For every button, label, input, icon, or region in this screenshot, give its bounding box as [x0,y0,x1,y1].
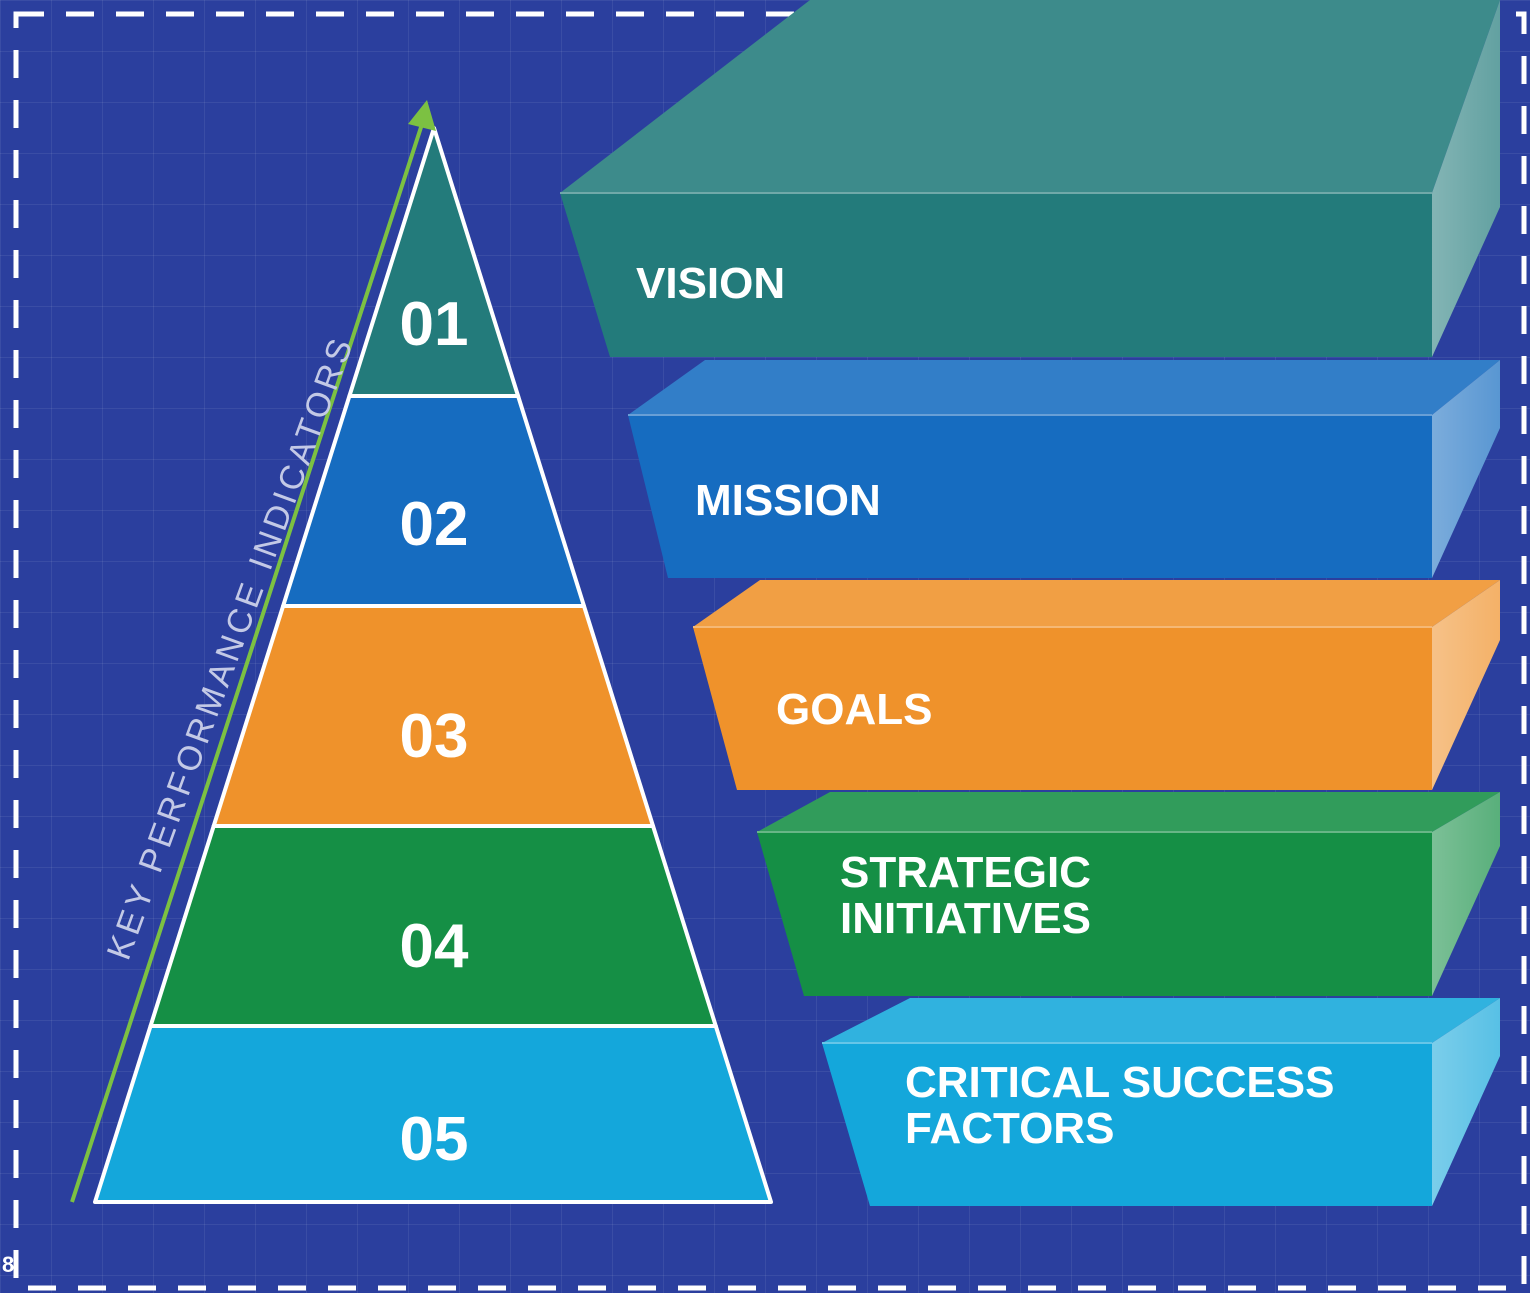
band-goals: GOALS [693,580,1500,790]
band-front-face [822,1043,1432,1206]
band-mission: MISSION [628,360,1500,578]
tier-number-03: 03 [400,702,469,771]
band-front-face [560,193,1432,357]
pyramid: 01 02 03 04 05 [93,126,773,1204]
band-label-vision: VISION [636,259,785,308]
band-side-shade [1432,580,1500,790]
band-top-face [628,360,1500,415]
band-side-shade [1432,0,1500,357]
band-top-face [757,792,1500,832]
band-label-mission: MISSION [695,476,881,525]
dashed-border [13,11,1527,1291]
band-front-face [628,415,1432,578]
kpi-arrow [70,100,436,1203]
arrow-head-icon [408,100,436,131]
tier-number-02: 02 [400,490,469,559]
band-front-face [757,832,1432,996]
band-vision: VISION [560,0,1500,357]
band-label-line: GOALS [776,685,932,734]
tier-number-04: 04 [400,912,469,981]
band-side-shade [1432,792,1500,996]
band-top-face [693,580,1500,627]
band-label-line: MISSION [695,476,881,525]
band-top-face [560,0,1500,193]
pyramid-tier-05 [93,1024,773,1204]
kpi-arrow-shaft [70,117,426,1203]
page-number: 8 [2,1252,14,1277]
band-side-shade [1432,360,1500,578]
band-label-line: VISION [636,259,785,308]
tier-number-01: 01 [400,290,469,359]
band-label-line: INITIATIVES [840,894,1091,943]
band-front-face [693,627,1432,790]
band-label-line: STRATEGIC [840,848,1091,897]
band-top-face [822,998,1500,1043]
band-label-line: CRITICAL SUCCESS [905,1058,1334,1107]
band-label-goals: GOALS [776,685,932,734]
band-label-line: FACTORS [905,1104,1114,1153]
band-side-shade [1432,998,1500,1206]
tier-number-05: 05 [400,1105,469,1174]
